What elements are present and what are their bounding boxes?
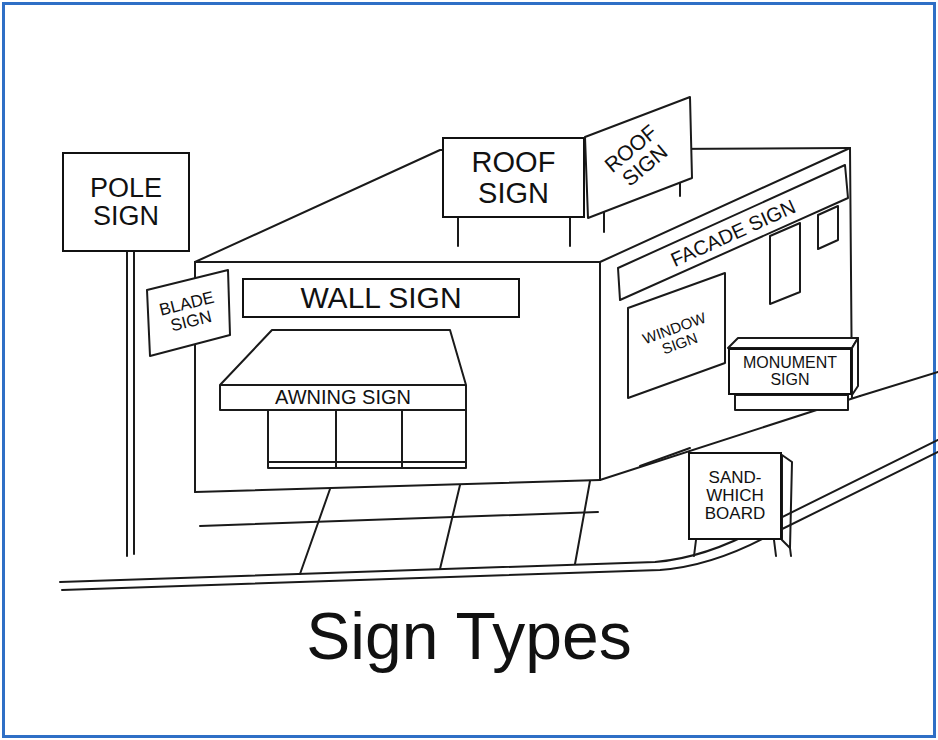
roof-sign-angled: ROOF SIGN	[583, 95, 693, 220]
sandwich-board: SAND- WHICH BOARD	[688, 452, 782, 540]
diagram-title: Sign Types	[0, 600, 938, 673]
blade-sign: BLADE SIGN	[145, 268, 232, 358]
sign-label: FACADE SIGN	[667, 196, 798, 271]
facade-sign: FACADE SIGN	[616, 163, 850, 303]
wall-sign: WALL SIGN	[242, 278, 520, 318]
monument-sign: MONUMENT SIGN	[728, 348, 852, 395]
sign-label: ROOF SIGN	[459, 147, 569, 208]
window-sign: WINDOW SIGN	[626, 271, 728, 401]
sign-label: POLE SIGN	[76, 174, 176, 231]
sign-panel	[220, 330, 466, 410]
awning-edge	[220, 384, 466, 386]
sign-label: SAND- WHICH BOARD	[700, 469, 770, 523]
awning-sign: AWNING SIGN	[218, 328, 468, 412]
sign-panel	[628, 273, 725, 398]
sign-label: WALL SIGN	[300, 282, 461, 314]
sign-panel	[147, 270, 230, 356]
sign-label: AWNING SIGN	[275, 387, 411, 408]
sign-panel	[585, 97, 692, 218]
sign-label: MONUMENT SIGN	[734, 355, 846, 389]
roof-sign: ROOF SIGN	[442, 137, 585, 218]
sign-panel	[618, 165, 848, 300]
pole-sign: POLE SIGN	[62, 152, 190, 252]
